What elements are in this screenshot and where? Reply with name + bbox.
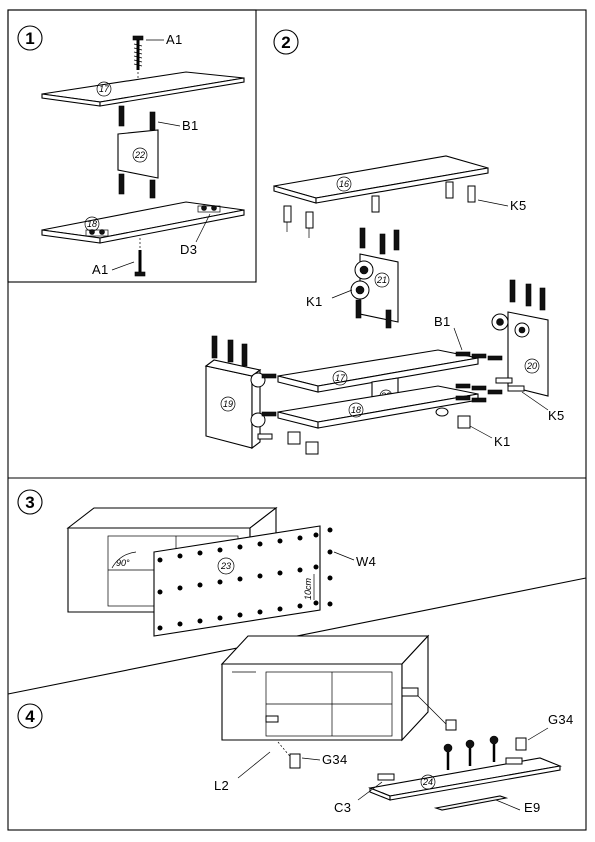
step-4-number: 4 <box>25 707 35 726</box>
panel-23-label: 23 <box>220 561 231 571</box>
panel-20-label: 20 <box>526 361 537 371</box>
connector-d3-a <box>85 229 109 237</box>
label-k1-bottom: K1 <box>494 434 511 449</box>
screws-step4 <box>443 735 527 770</box>
step-3-badge <box>17 489 43 515</box>
feet-k1-bottom <box>257 407 471 455</box>
label-k5-top: K5 <box>510 198 527 213</box>
step-4: 4 G34 L2 <box>17 634 573 815</box>
leader-e9 <box>495 799 521 811</box>
panel-22-step1 <box>117 129 159 179</box>
label-c3: C3 <box>334 800 351 815</box>
leader-b1 <box>157 121 181 127</box>
panel-18-step2-label: 18 <box>351 405 361 415</box>
step-1-badge <box>17 25 43 51</box>
leader-k1-bottom <box>469 425 493 439</box>
step-1-frame <box>7 9 257 283</box>
hinge-cup-right <box>505 757 523 765</box>
panel-17-label: 17 <box>99 84 110 94</box>
label-g34-right: G34 <box>548 712 573 727</box>
hinge-left <box>265 715 301 769</box>
angle-label: 90° <box>116 558 130 568</box>
label-a1-bottom: A1 <box>92 262 109 277</box>
label-d3: D3 <box>180 242 197 257</box>
hinge-cup-left <box>377 773 395 781</box>
panel-24-label: 24 <box>422 777 433 787</box>
label-g34-left: G34 <box>322 752 347 767</box>
step-2-number: 2 <box>281 33 290 52</box>
dowel-b1-d <box>149 179 156 199</box>
label-l2: L2 <box>214 778 229 793</box>
step-2: 2 16 K5 21 K1 <box>204 29 565 455</box>
feet-k5-bottom <box>495 377 525 392</box>
screw-a1-bottom <box>134 238 146 277</box>
leader-k5-bottom <box>521 391 549 411</box>
leader-b1-step2 <box>453 327 463 351</box>
step-1-number: 1 <box>25 29 34 48</box>
spacing-label: 10cm <box>303 577 313 600</box>
step-2-badge <box>273 29 299 55</box>
dowel-b1-c <box>118 173 125 195</box>
panel-20 <box>507 311 549 397</box>
cam-k1-step2 <box>350 260 374 300</box>
dowels-b1-step2 <box>261 351 503 417</box>
panel-24 <box>368 757 562 797</box>
panel-18-label: 18 <box>87 219 97 229</box>
cabinet-step4 <box>220 634 430 742</box>
panel-21-label: 21 <box>376 275 387 285</box>
leader-a1-bottom <box>111 261 135 271</box>
connector-d3-b <box>197 205 221 213</box>
step-1: 1 A1 17 B1 22 18 <box>17 25 245 277</box>
label-a1-top: A1 <box>166 32 183 47</box>
leader-d3 <box>195 213 211 243</box>
panel-19-label: 19 <box>223 399 233 409</box>
panel-22-label: 22 <box>134 150 145 160</box>
leader-k1-step2 <box>331 289 353 299</box>
label-b1-step2: B1 <box>434 314 451 329</box>
step-3: 3 90° 23 <box>17 489 376 637</box>
leader-l2 <box>237 751 271 779</box>
screw-a1-top <box>132 35 144 84</box>
dowel-b1-b <box>149 111 156 131</box>
leader-w4 <box>333 551 355 561</box>
leader-c3 <box>357 781 383 801</box>
handle-e9 <box>433 795 509 811</box>
label-b1-step1: B1 <box>182 118 199 133</box>
angle-marker <box>111 551 137 569</box>
feet-k5-top <box>283 181 476 238</box>
label-e9: E9 <box>524 800 541 815</box>
outer-frame <box>7 9 587 831</box>
step-3-number: 3 <box>25 493 34 512</box>
nails-w4 <box>157 527 333 631</box>
label-k1-step2: K1 <box>306 294 323 309</box>
leader-k5-top <box>477 199 509 207</box>
panel-17-step2-label: 17 <box>335 373 346 383</box>
leader-g34-left <box>301 757 321 761</box>
label-w4: W4 <box>356 554 376 569</box>
leader-g34-right <box>527 727 549 741</box>
step-4-badge <box>17 703 43 729</box>
label-k5-bottom: K5 <box>548 408 565 423</box>
panel-16-label: 16 <box>339 179 349 189</box>
dowel-b1-a <box>118 105 125 127</box>
hinge-right <box>401 687 457 731</box>
